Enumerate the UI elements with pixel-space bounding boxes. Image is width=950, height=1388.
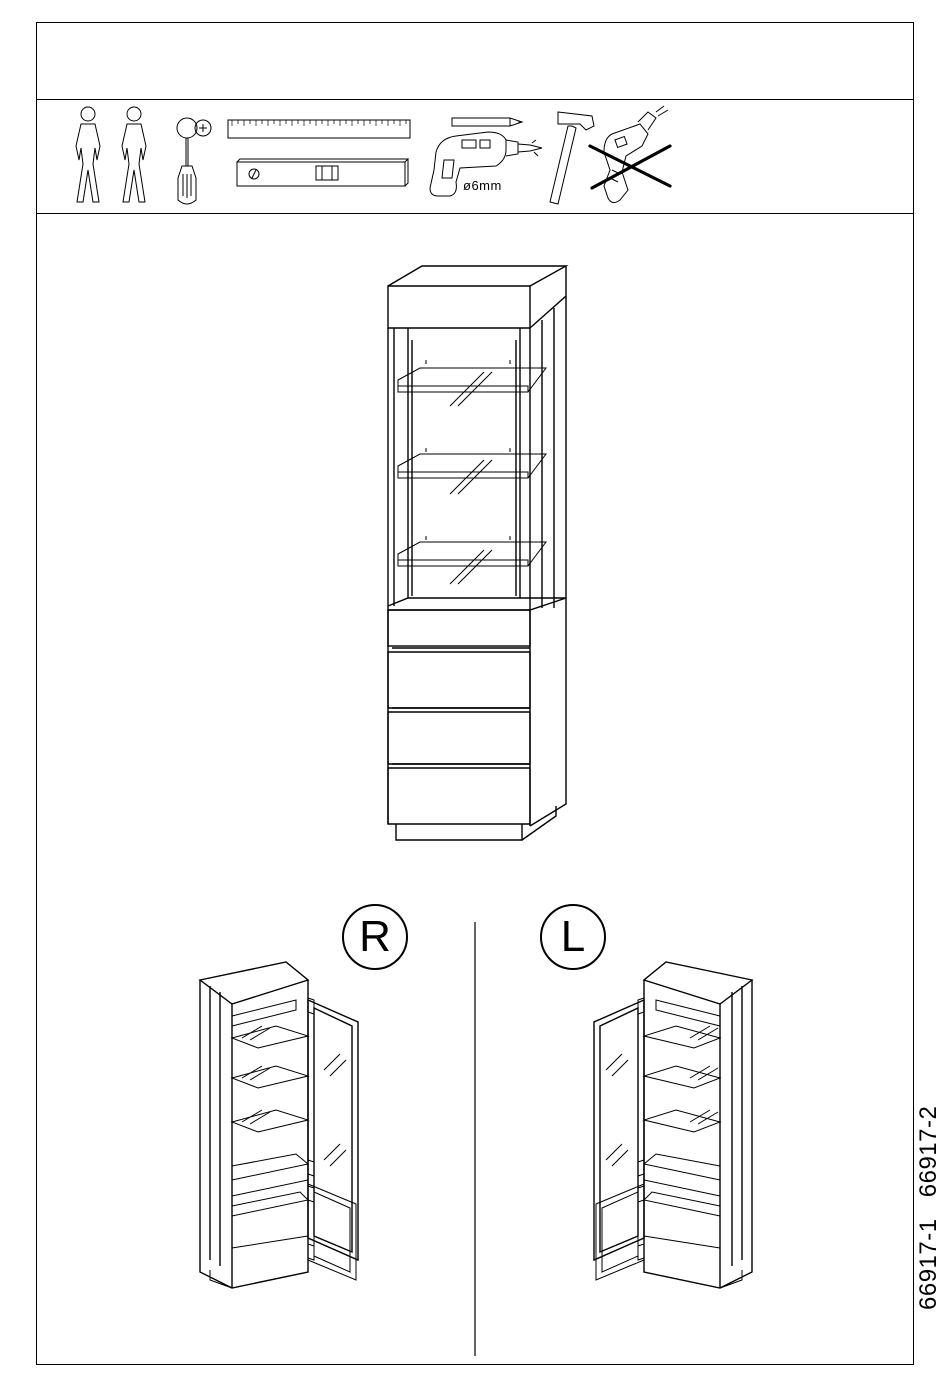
- pencil-icon: [452, 116, 524, 128]
- spirit-level-icon: [236, 158, 408, 190]
- header-divider: [37, 99, 913, 100]
- product-code-1: 66917-1: [915, 1218, 942, 1310]
- ruler-icon: [228, 118, 412, 142]
- drill-bit-size-label: ø6mm: [463, 178, 502, 193]
- cabinet-front-view-drawing: [380, 258, 580, 848]
- product-codes: 66917-1 66917-2: [915, 1092, 943, 1310]
- phillips-screwdriver-icon: [174, 108, 218, 208]
- product-code-2: 66917-2: [915, 1106, 942, 1198]
- left-hinged-cabinet-drawing: [586, 960, 756, 1290]
- right-hinged-cabinet-drawing: [196, 960, 366, 1290]
- tools-divider: [37, 213, 913, 214]
- crossed-out-power-drill-icon: [582, 104, 678, 212]
- two-people-icon: [66, 104, 162, 206]
- variant-divider-line: [474, 922, 476, 1356]
